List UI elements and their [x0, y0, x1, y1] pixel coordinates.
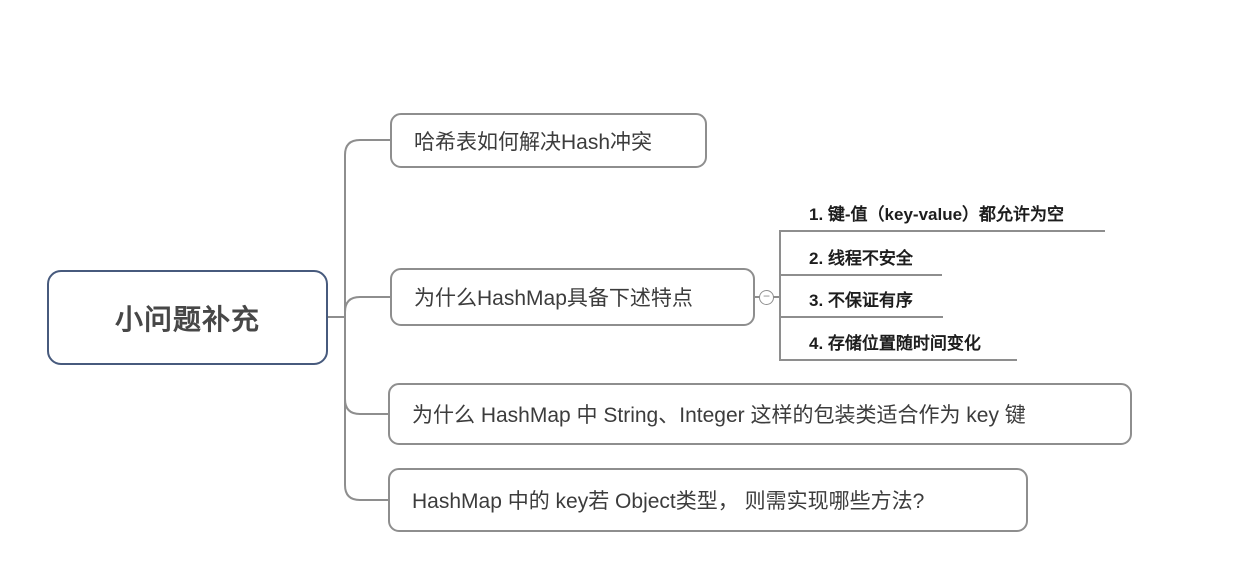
root-node[interactable]: 小问题补充	[47, 270, 328, 365]
branch-node-label: HashMap 中的 key若 Object类型， 则需实现哪些方法?	[412, 490, 925, 513]
branch-node-hash-collision[interactable]: 哈希表如何解决Hash冲突	[390, 113, 707, 168]
root-node-label: 小问题补充	[114, 303, 260, 335]
child-node-label: 1. 键-值（key-value）都允许为空	[809, 205, 1065, 224]
trunk-connector-line	[344, 139, 391, 501]
child-node-unordered[interactable]: 3. 不保证有序	[779, 284, 943, 318]
branch-node-wrapper-class-key[interactable]: 为什么 HashMap 中 String、Integer 这样的包装类适合作为 …	[388, 383, 1132, 445]
branch3-connector-line	[344, 398, 389, 415]
minus-icon[interactable]: −	[759, 290, 774, 305]
child-node-label: 3. 不保证有序	[809, 291, 913, 310]
branch-node-label: 哈希表如何解决Hash冲突	[414, 130, 653, 154]
child-node-key-value-null[interactable]: 1. 键-值（key-value）都允许为空	[779, 198, 1105, 232]
child-node-storage-position[interactable]: 4. 存储位置随时间变化	[779, 327, 1017, 361]
branch-node-label: 为什么 HashMap 中 String、Integer 这样的包装类适合作为 …	[412, 404, 1026, 427]
child-node-thread-unsafe[interactable]: 2. 线程不安全	[779, 242, 942, 276]
branch-node-hashmap-features[interactable]: 为什么HashMap具备下述特点	[390, 268, 755, 326]
branch2-connector-line	[344, 296, 391, 313]
child-node-label: 2. 线程不安全	[809, 249, 913, 268]
child-node-label: 4. 存储位置随时间变化	[809, 334, 981, 353]
branch-node-object-key-methods[interactable]: HashMap 中的 key若 Object类型， 则需实现哪些方法?	[388, 468, 1028, 532]
branch-node-label: 为什么HashMap具备下述特点	[414, 287, 693, 310]
